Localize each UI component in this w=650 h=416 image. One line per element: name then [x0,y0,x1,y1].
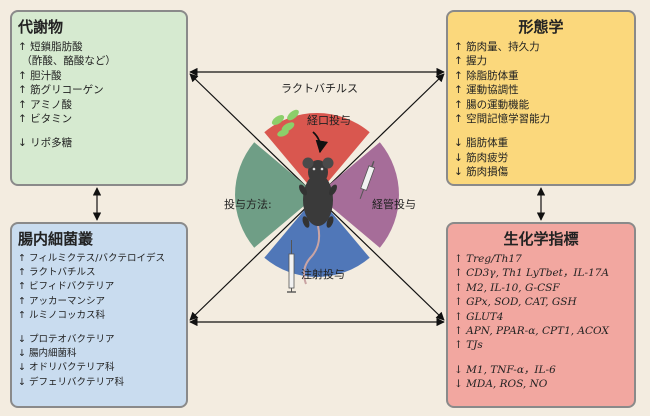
list-item: ↓ プロテオバクテリア [18,334,115,346]
list-item: ↑ 胆汁酸 [18,69,62,82]
list-item: ↑ CD3γ, Th1 LyTbet，IL-17A [454,267,610,280]
list-item: ↓ オドリバクテリア科 [18,362,115,374]
list-item: ↑ 運動協調性 [454,84,519,97]
list-item: （酢酸、酪酸など） [21,55,116,68]
list-item: ↑ M2, IL-10, G-CSF [454,281,560,294]
lactobacillus-label: ラクトバチルス [281,82,358,95]
gavage-label: 経管投与 [372,198,416,211]
injection-label: 注射投与 [301,268,345,281]
list-item: ↓ 筋肉損傷 [454,166,509,179]
list-item: ↑ GPx, SOD, CAT, GSH [454,296,577,309]
list-item: ↑ アッカーマンシア [18,295,106,307]
sector-gavage [317,142,399,248]
syringe-icon [359,160,376,199]
list-item: ↑ ラクトバチルス [18,267,96,279]
metabolites-up-list: ↑ 短鎖脂肪酸 （酢酸、酪酸など） ↑ 胆汁酸 ↑ 筋グリコーゲン ↑ アミノ酸… [18,40,180,126]
list-item: ↑ ルミノコッカス科 [18,309,106,321]
metabolites-panel: 代謝物 ↑ 短鎖脂肪酸 （酢酸、酪酸など） ↑ 胆汁酸 ↑ 筋グリコーゲン ↑ … [10,10,188,186]
oral-administration-label: 経口投与 [307,114,351,127]
list-item: ↑ 除脂肪体重 [454,69,519,82]
list-item: ↑ 短鎖脂肪酸 [18,41,83,53]
bacteria-icon [271,109,299,137]
metabolites-title: 代謝物 [18,18,64,36]
injection-syringe-icon [287,240,296,293]
sector-oral [264,113,370,195]
list-item: ↑ 腸の運動機能 [454,98,530,111]
biochemical-markers-panel: 生化学指標 ↑ Treg/Th17 ↑ CD3γ, Th1 LyTbet，IL-… [446,222,636,408]
list-item: ↑ ビフィドバクテリア [18,281,115,293]
list-item: ↑ Treg/Th17 [454,253,522,265]
sector-method [235,142,317,248]
list-item: ↑ フィルミクテス/バクテロイデス [18,253,166,264]
list-item: ↑ アミノ酸 [18,98,72,111]
biochemical-markers-title: 生化学指標 [503,230,579,248]
morphology-panel: 形態学 ↑ 筋肉量、持久力 ↑ 握力 ↑ 除脂肪体重 ↑ 運動協調性 ↑ 腸の運… [446,10,636,186]
list-item: ↑ 筋肉量、持久力 [454,41,540,53]
morphology-title: 形態学 [518,18,564,36]
administration-method-label: 投与方法: [224,198,272,211]
gut-microbiota-panel: 腸内細菌叢 ↑ フィルミクテス/バクテロイデス ↑ ラクトバチルス ↑ ビフィド… [10,222,188,408]
list-item: ↑ 筋グリコーゲン [18,84,104,97]
gut-microbiota-title: 腸内細菌叢 [18,230,94,248]
list-item: ↓ リポ多糖 [18,137,73,150]
list-item: ↑ TJs [454,339,483,352]
list-item: ↑ 空間記憶学習能力 [454,113,551,126]
list-item: ↑ ビタミン [18,113,73,126]
list-item: ↓ デフェリバクテリア科 [18,376,125,388]
curved-arrow-icon [312,131,329,154]
list-item: ↓ 腸内細菌科 [18,348,77,360]
list-item: ↓ MDA, ROS, NO [454,378,548,391]
list-item: ↑ APN, PPAR-α, CPT1, ACOX [454,325,609,338]
list-item: ↓ 脂肪体重 [454,137,509,150]
list-item: ↓ 筋肉疲労 [454,151,509,164]
list-item: ↑ 握力 [454,55,488,68]
mouse-icon [299,157,337,285]
list-item: ↑ GLUT4 [454,310,504,323]
list-item: ↓ M1, TNF-α，IL-6 [454,363,556,376]
